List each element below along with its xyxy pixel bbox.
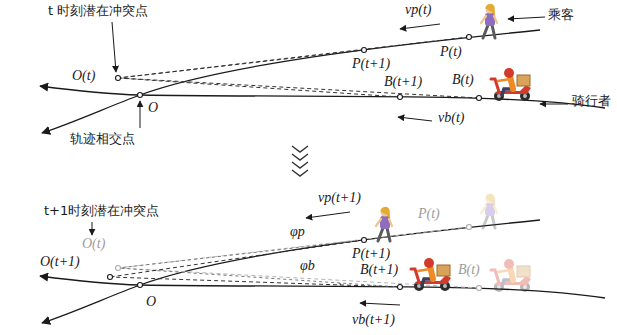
math-label: O(t)	[82, 236, 105, 252]
passenger-ghost-icon	[481, 194, 497, 228]
math-label: P(t+1)	[352, 246, 390, 262]
projection-lines	[110, 240, 400, 287]
math-label: vb(t+1)	[352, 312, 395, 328]
annotation-text: 乘客	[548, 8, 574, 23]
top-panel	[40, 4, 605, 133]
points	[108, 238, 403, 290]
velocity-arrow	[398, 117, 432, 121]
projection-lines	[118, 37, 479, 98]
math-label: vp(t+1)	[318, 190, 361, 206]
annotation-text: 轨迹相交点	[70, 132, 135, 147]
rider-ghost-icon	[491, 259, 531, 292]
math-label: O	[148, 100, 158, 116]
math-label: B(t)	[458, 262, 480, 278]
velocity-arrow	[306, 212, 350, 218]
math-label: B(t+1)	[360, 262, 398, 278]
passenger-icon	[481, 4, 497, 38]
leader-arrow	[508, 17, 545, 19]
math-label: P(t)	[418, 206, 440, 222]
math-label: φb	[300, 258, 315, 274]
velocity-arrow	[360, 303, 400, 305]
annotation-text: t+1时刻潜在冲突点	[44, 204, 159, 219]
points	[116, 35, 482, 101]
angle-arcs	[321, 244, 340, 285]
velocity-arrow	[400, 24, 440, 29]
math-label: O(t+1)	[40, 254, 80, 270]
bottom-panel	[40, 194, 605, 323]
rider-icon	[491, 68, 531, 101]
passenger-trajectory	[42, 30, 540, 133]
angle-reference-lines	[118, 240, 400, 287]
math-label: φp	[290, 224, 305, 240]
step-chevrons	[292, 146, 308, 176]
annotation-text: 骑行者	[572, 94, 611, 109]
math-label: vp(t)	[405, 2, 431, 18]
math-label: P(t)	[440, 44, 462, 60]
leader-arrow	[112, 22, 116, 72]
passenger-icon	[376, 207, 392, 241]
math-label: vb(t)	[438, 110, 464, 126]
math-label: B(t)	[452, 72, 474, 88]
leader-arrow	[92, 222, 93, 235]
old-points	[116, 225, 482, 291]
math-label: B(t+1)	[384, 74, 422, 90]
rider-icon	[411, 258, 451, 291]
passenger-trajectory	[42, 220, 540, 323]
math-label: P(t+1)	[352, 56, 390, 72]
leader-arrow	[140, 101, 141, 128]
annotation-text: t 时刻潜在冲突点	[48, 4, 148, 19]
math-label: O	[146, 294, 156, 310]
leader-arrow	[540, 104, 568, 105]
math-label: O(t)	[72, 68, 95, 84]
